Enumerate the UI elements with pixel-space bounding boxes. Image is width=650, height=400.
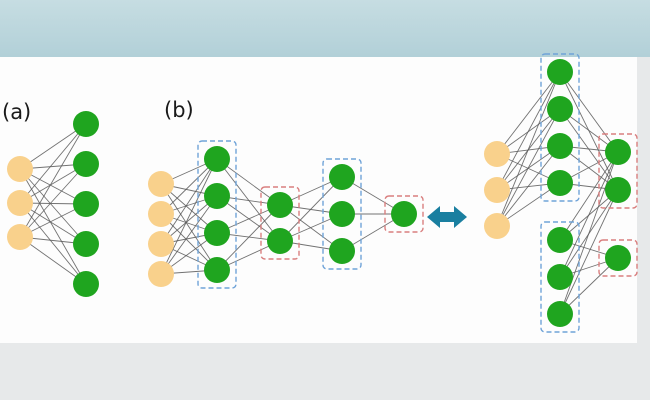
network-c-hidden-node (547, 301, 573, 327)
network-a-hidden-node (73, 151, 99, 177)
network-b-hidden-node (267, 228, 293, 254)
network-c-red-dashed-box (598, 239, 638, 277)
network-c-edge (496, 108, 561, 227)
network-a-input-node (7, 224, 33, 250)
network-a-hidden-node (73, 231, 99, 257)
network-b-red-dashed-box (260, 186, 300, 260)
network-b-hidden-node (204, 257, 230, 283)
network-c-edge (559, 189, 619, 315)
network-a-edge (19, 123, 87, 238)
network-b-input-node (148, 231, 174, 257)
network-c-hidden-node (547, 59, 573, 85)
network-a-edge (19, 236, 87, 285)
panel-b-label: (b) (164, 98, 194, 122)
network-a-hidden-node (73, 111, 99, 137)
network-c-edge (559, 257, 619, 315)
network-a-edge (19, 202, 87, 285)
network-a-edge (19, 168, 87, 285)
top-banner (0, 0, 650, 57)
network-b-edge (216, 158, 281, 242)
network-c-hidden-node (547, 264, 573, 290)
network-c-hidden-node (547, 227, 573, 253)
network-c-input-node (484, 177, 510, 203)
network-a-edge (19, 123, 87, 204)
network-a-edge (19, 163, 87, 238)
network-b-input-node (148, 201, 174, 227)
network-c-input-node (484, 141, 510, 167)
network-c-edge (559, 189, 619, 278)
network-c-input-node (484, 213, 510, 239)
network-a-edge (19, 123, 87, 170)
network-c-hidden-node (605, 245, 631, 271)
network-a-edge (19, 168, 87, 245)
figure-background (0, 57, 637, 343)
network-b-hidden-node (267, 192, 293, 218)
network-c-edge (559, 151, 619, 241)
network-b-hidden-node (329, 164, 355, 190)
network-c-hidden-node (547, 96, 573, 122)
network-a-input-node (7, 156, 33, 182)
network-b-input-node (148, 171, 174, 197)
panel-a-label: (a) (2, 100, 32, 124)
network-c-hidden-node (547, 170, 573, 196)
network-b-edge (160, 158, 218, 245)
network-c-edge (496, 145, 561, 227)
network-a-hidden-node (73, 271, 99, 297)
network-b-hidden-node (204, 146, 230, 172)
network-b-edge (160, 213, 218, 271)
network-b-hidden-node (391, 201, 417, 227)
network-b-hidden-node (204, 183, 230, 209)
network-b-edge (160, 183, 218, 271)
network-b-edge (160, 158, 218, 275)
network-b-input-node (148, 261, 174, 287)
network-b-hidden-node (329, 201, 355, 227)
network-c-edge (496, 71, 561, 155)
network-b-edge (216, 204, 281, 271)
network-c-edge (496, 71, 561, 227)
network-a-input-node (7, 190, 33, 216)
network-c-red-dashed-box (598, 133, 638, 209)
network-b-edge (279, 176, 343, 242)
network-b-edge (216, 158, 281, 206)
network-b-edge (160, 158, 218, 215)
network-c-edge (559, 108, 619, 191)
network-b-blue-dashed-box (197, 140, 237, 289)
network-c-hidden-node (605, 177, 631, 203)
network-b-hidden-node (204, 220, 230, 246)
network-c-edge (496, 71, 561, 191)
network-b-red-dashed-box (384, 195, 424, 233)
network-c-hidden-node (547, 133, 573, 159)
equivalence-double-arrow-icon (427, 206, 467, 228)
network-b-hidden-node (329, 238, 355, 264)
network-c-blue-dashed-box (540, 53, 580, 202)
network-a-hidden-node (73, 191, 99, 217)
network-b-edge (160, 195, 218, 275)
network-c-edge (559, 71, 619, 153)
network-c-hidden-node (605, 139, 631, 165)
